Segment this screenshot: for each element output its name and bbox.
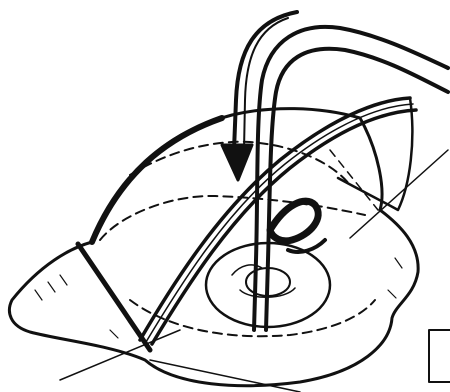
rod-right [152, 110, 416, 344]
hatch-marks [35, 258, 402, 338]
flange-rim-thick [92, 118, 222, 242]
arrow-shaft-inner [244, 18, 288, 150]
corner-box [429, 330, 450, 382]
right-flap-dash [330, 150, 378, 210]
arrow-head [222, 145, 252, 180]
stoma-detail [232, 265, 295, 297]
rod-center [146, 104, 413, 342]
dark-loop [270, 201, 318, 241]
dashed-inner-ring [100, 196, 365, 240]
